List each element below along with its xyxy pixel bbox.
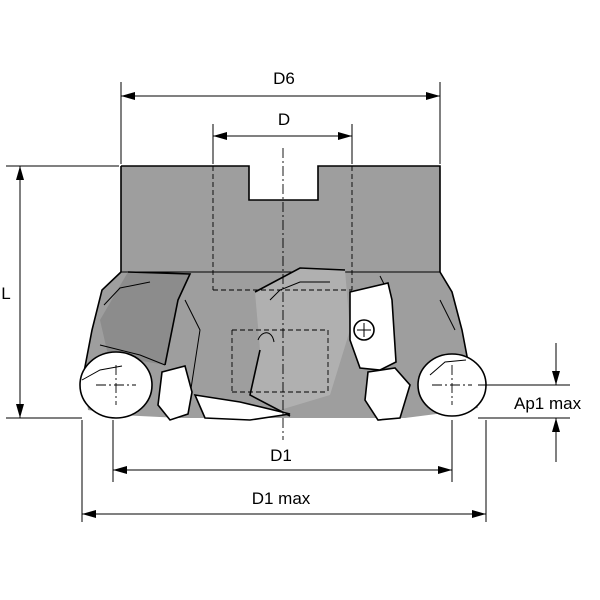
insert-left-center	[157, 365, 193, 421]
dimension-label-ap1-max: Ap1 max	[514, 394, 582, 413]
dimension-label-l: L	[1, 284, 10, 303]
dimension-label-d1-max: D1 max	[252, 489, 311, 508]
dimension-d: D	[213, 110, 352, 140]
insert-right-center	[349, 282, 411, 421]
chip-pockets	[99, 267, 456, 417]
dimension-label-d6: D6	[273, 69, 295, 88]
dimension-d1: D1	[113, 446, 452, 474]
dimension-ap1-max: Ap1 max	[514, 343, 582, 462]
dimension-l: L	[1, 166, 24, 418]
insert-center	[193, 393, 291, 421]
center-lines	[96, 148, 472, 440]
dimension-label-d1: D1	[270, 446, 292, 465]
dimension-d1-max: D1 max	[82, 489, 486, 518]
dimension-d6: D6	[121, 69, 440, 100]
screw-icon	[353, 319, 375, 341]
hidden-lines	[212, 166, 353, 393]
dimension-label-d: D	[278, 110, 290, 129]
